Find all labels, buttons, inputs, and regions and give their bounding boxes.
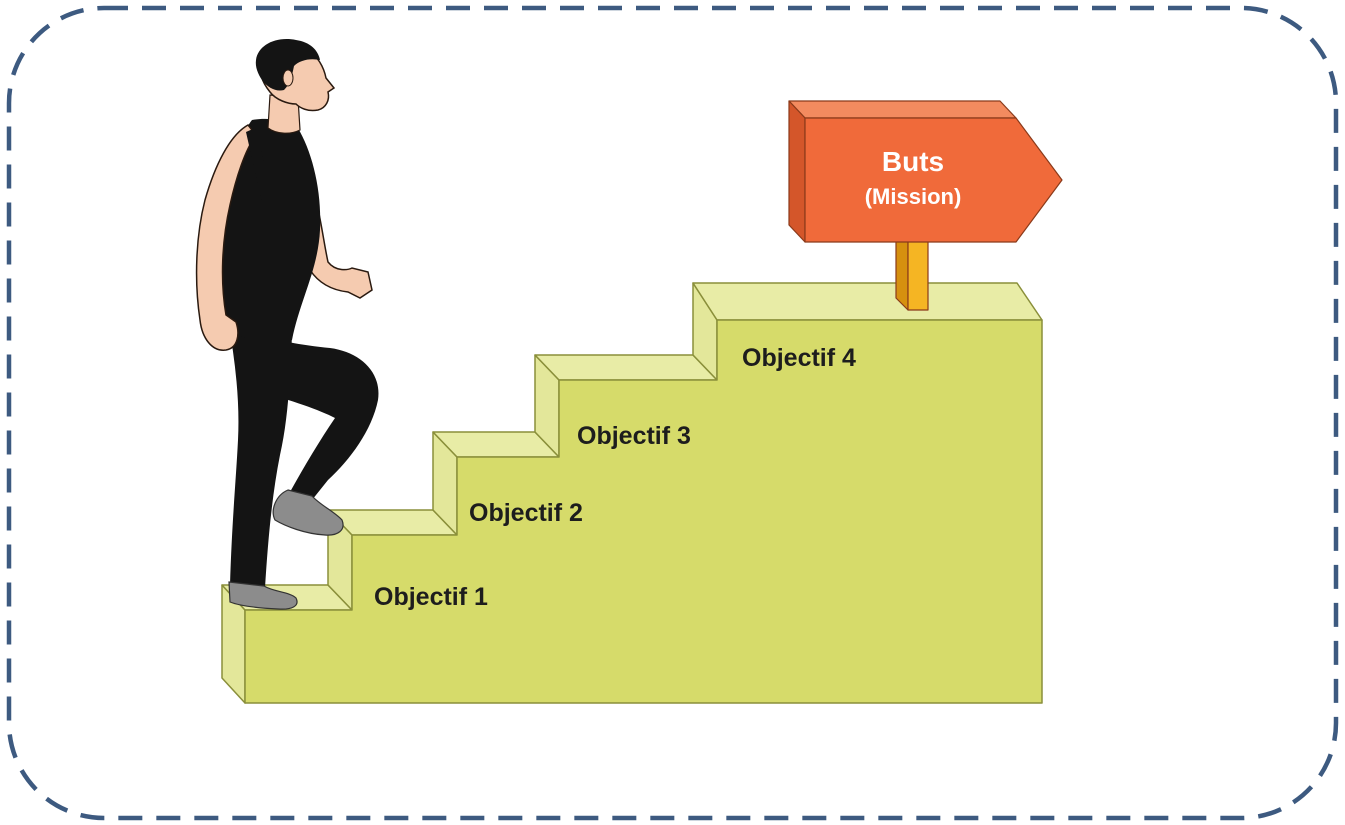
- sign-top: [788, 100, 1017, 119]
- step-1-label: Objectif 1: [374, 583, 488, 611]
- signpost-post-side: [895, 234, 909, 311]
- sign-front: [804, 117, 1063, 243]
- dashed-frame: [6, 5, 1339, 821]
- staircase-front: [244, 319, 1043, 704]
- man-front-shoe: [228, 581, 298, 610]
- staircase: [221, 282, 1043, 704]
- sign-side: [788, 100, 806, 243]
- sign-subtitle: (Mission): [865, 184, 962, 209]
- sign-title: Buts: [882, 146, 944, 177]
- landing-top: [692, 282, 1043, 321]
- man-front-arm: [195, 124, 257, 351]
- man-ear: [282, 69, 294, 87]
- signpost-arrow-icon: [788, 100, 1063, 311]
- step-2-label: Objectif 2: [469, 499, 583, 527]
- man-tanktop-strap: [246, 128, 270, 202]
- climbing-man-icon: [195, 39, 379, 610]
- step-4-top: [534, 354, 718, 381]
- step-4-label: Objectif 4: [742, 344, 856, 372]
- step-3-label: Objectif 3: [577, 422, 691, 450]
- signpost-post: [907, 234, 929, 311]
- man-front-leg: [228, 320, 292, 588]
- man-back-shoe: [272, 489, 344, 536]
- man-hair: [255, 39, 320, 91]
- man-torso: [222, 118, 321, 342]
- man-neck: [267, 94, 301, 134]
